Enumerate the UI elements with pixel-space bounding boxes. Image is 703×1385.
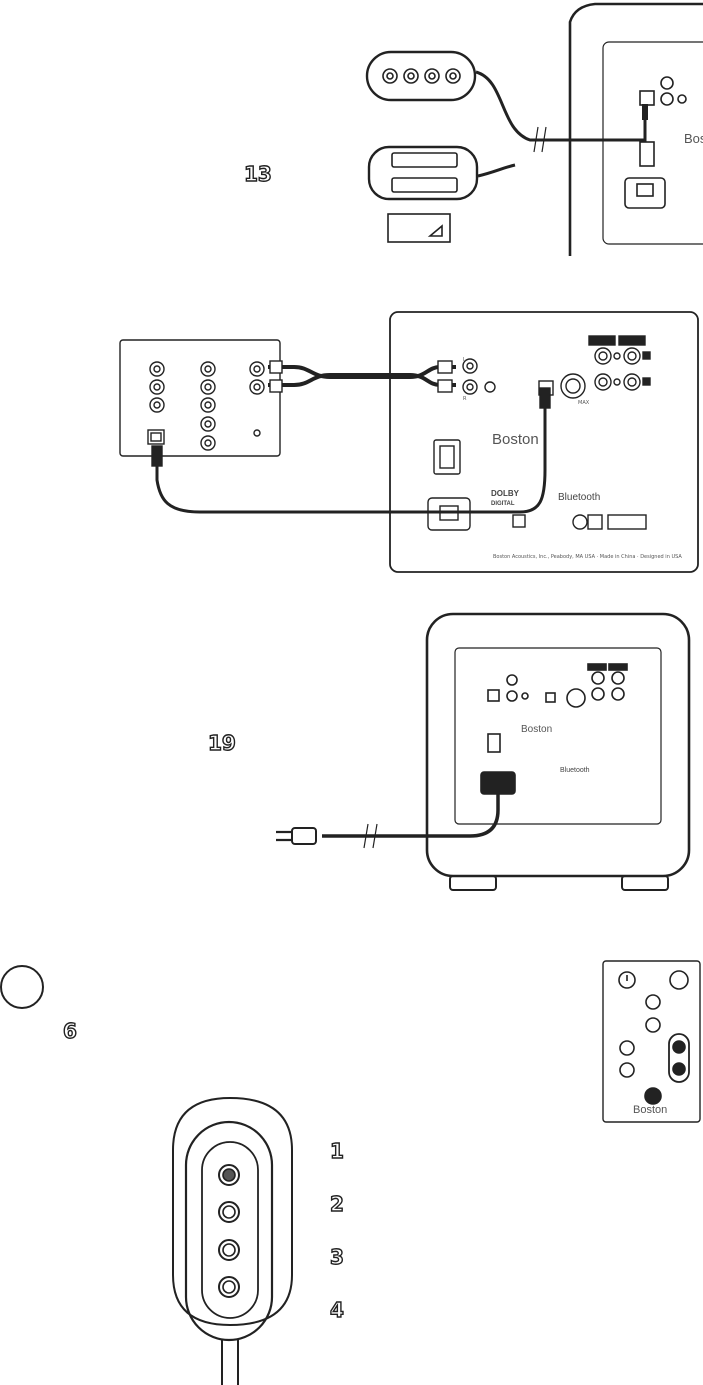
panel-brand-3: Boston	[521, 724, 553, 735]
dolby-text-2a: DOLBY	[491, 489, 519, 498]
bluetooth-logo-3: Bluetooth	[560, 767, 590, 774]
remote-brand: Boston	[633, 1104, 668, 1116]
dolby-text-2b: DIGITAL	[491, 501, 515, 507]
step-13-callout: 13	[243, 161, 272, 186]
button-label-1: 1	[329, 1138, 344, 1163]
label-l-2: L	[463, 357, 466, 363]
button-label-2: 2	[329, 1191, 344, 1216]
button-label-4: 4	[329, 1297, 344, 1322]
step-6-callout: 6	[62, 1018, 77, 1043]
panel-brand-1: Boston	[684, 131, 703, 146]
bluetooth-logo-2: Bluetooth	[558, 492, 601, 503]
button-label-3: 3	[329, 1244, 344, 1269]
step-19-callout: 19	[207, 730, 236, 755]
label-r-2: R	[463, 396, 467, 402]
dolby-logo-2: DOLBY DIGITAL	[491, 489, 519, 507]
label-max-2: MAX	[578, 400, 590, 406]
panel-brand-2: Boston	[492, 431, 539, 448]
panel-footer-2: Boston Acoustics, Inc., Peabody, MA USA …	[493, 554, 682, 560]
